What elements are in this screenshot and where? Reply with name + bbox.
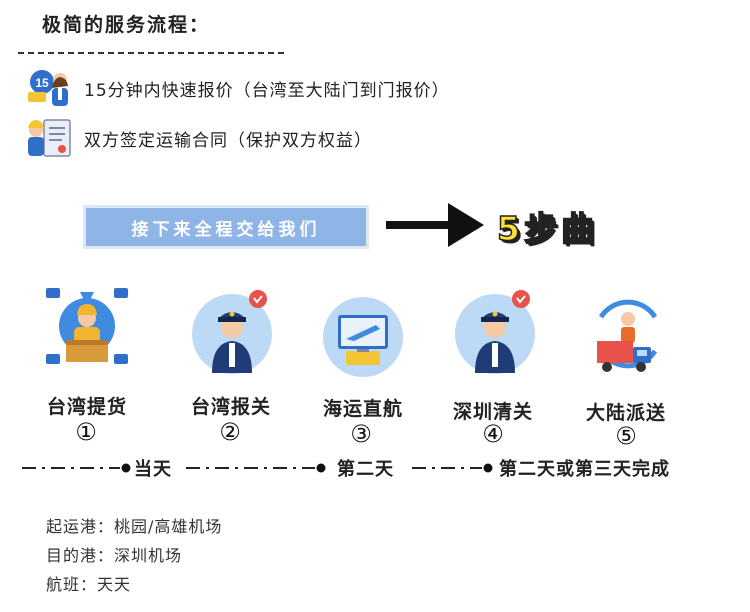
service-text-quote: 15分钟内快速报价（台湾至大陆门到门报价） — [84, 80, 450, 101]
quote-badge: 15 — [35, 76, 49, 90]
step-label-customs-sz: 深圳清关 — [452, 401, 533, 423]
contract-icon — [24, 116, 74, 160]
step-number-4: ④ — [482, 420, 504, 448]
step-number-2: ② — [219, 418, 241, 446]
info-origin-port: 起运港：桃园/高雄机场 — [46, 517, 223, 536]
timeline-line — [22, 463, 493, 473]
service-text-contract: 双方签定运输合同（保护双方权益） — [84, 130, 372, 151]
step-number-5: ⑤ — [615, 422, 637, 450]
step-number-1: ① — [75, 418, 97, 446]
handover-banner: 接下来全程交给我们 — [83, 205, 369, 249]
timeline-label-same-day: 当天 — [134, 459, 172, 480]
customs-officer-icon — [448, 287, 542, 381]
pickup-worker-icon — [40, 282, 134, 376]
shipping-screen-icon — [316, 293, 410, 387]
step-label-pickup: 台湾提货 — [46, 396, 127, 418]
customs-officer-icon — [185, 287, 279, 381]
timeline-label-day-two: 第二天 — [337, 459, 394, 480]
five-steps-heading: 5步曲 — [496, 208, 598, 249]
timeline-label-day-two-three: 第二天或第三天完成 — [499, 459, 670, 480]
service-item-quote: 15 15分钟内快速报价（台湾至大陆门到门报价） — [24, 66, 450, 110]
step-label-customs-tw: 台湾报关 — [190, 396, 271, 418]
page-title: 极简的服务流程： — [42, 14, 211, 36]
title-divider — [18, 52, 284, 54]
info-flights: 航班：天天 — [46, 575, 132, 594]
service-item-contract: 双方签定运输合同（保护双方权益） — [24, 116, 372, 160]
quote-15min-icon: 15 — [24, 66, 74, 110]
right-arrow-icon — [386, 201, 486, 249]
step-label-shipping: 海运直航 — [322, 398, 403, 420]
step-label-delivery: 大陆派送 — [585, 402, 666, 424]
delivery-truck-icon — [581, 287, 675, 381]
step-number-3: ③ — [350, 420, 372, 448]
info-destination-port: 目的港：深圳机场 — [46, 546, 183, 565]
